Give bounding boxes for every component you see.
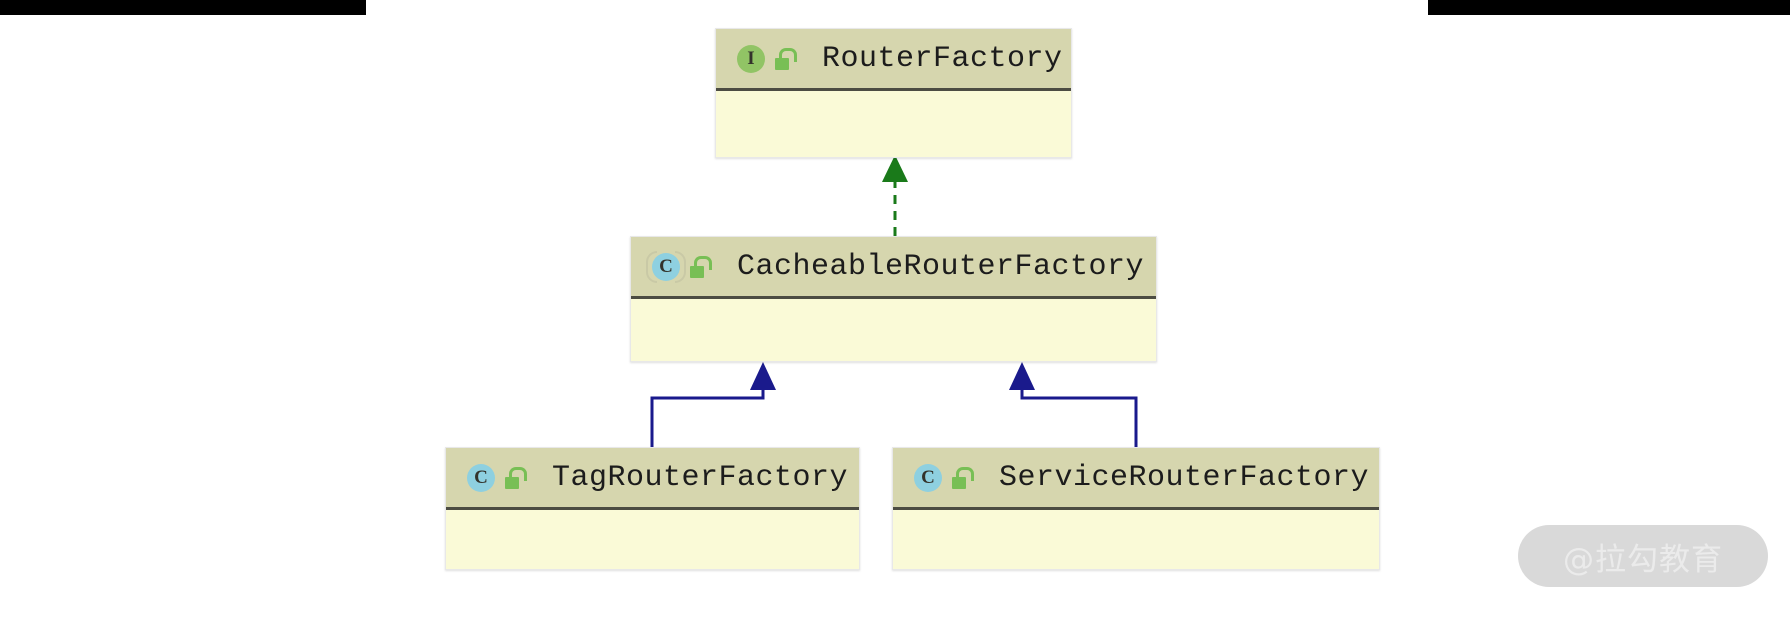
watermark-badge: @拉勾教育 bbox=[1518, 525, 1768, 587]
watermark-text: @拉勾教育 bbox=[1563, 541, 1723, 578]
class-icon-letter: C bbox=[659, 256, 673, 277]
uml-node-title: TagRouterFactory bbox=[552, 460, 849, 495]
padlock-shackle bbox=[779, 47, 797, 62]
uml-node-header: C TagRouterFactory bbox=[446, 448, 859, 510]
padlock-body bbox=[775, 57, 789, 70]
uml-node-router-factory[interactable]: I RouterFactory bbox=[715, 28, 1072, 158]
uml-node-title: CacheableRouterFactory bbox=[737, 249, 1145, 284]
padlock-body bbox=[690, 265, 704, 278]
class-circle-icon: C bbox=[646, 250, 686, 284]
letterbox-bar-left bbox=[0, 0, 366, 15]
padlock-shackle bbox=[694, 255, 712, 270]
unlocked-padlock-icon bbox=[774, 45, 800, 73]
padlock-shackle bbox=[956, 466, 974, 481]
padlock-body bbox=[952, 476, 966, 489]
unlocked-padlock-icon bbox=[689, 253, 715, 281]
unlocked-padlock-icon bbox=[951, 464, 977, 492]
letterbox-bar-right bbox=[1428, 0, 1790, 15]
interface-icon-letter: I bbox=[747, 48, 755, 69]
class-icon-disc bbox=[914, 463, 942, 492]
uml-node-title: RouterFactory bbox=[822, 41, 1063, 76]
uml-node-header: C ServiceRouterFactory bbox=[893, 448, 1379, 510]
uml-node-members-compartment bbox=[893, 510, 1379, 568]
uml-node-service-router-factory[interactable]: C ServiceRouterFactory bbox=[892, 447, 1380, 570]
uml-node-title: ServiceRouterFactory bbox=[999, 460, 1370, 495]
padlock-body bbox=[505, 476, 519, 489]
class-icon-letter: C bbox=[474, 467, 488, 488]
uml-node-members-compartment bbox=[631, 299, 1156, 360]
padlock-shackle bbox=[509, 466, 527, 481]
interface-icon-disc bbox=[737, 44, 765, 73]
class-circle-icon: C bbox=[911, 461, 945, 495]
uml-node-members-compartment bbox=[716, 91, 1071, 156]
uml-node-tag-router-factory[interactable]: C TagRouterFactory bbox=[445, 447, 860, 570]
edge-realization-cacheable-to-routerfactory[interactable] bbox=[882, 155, 908, 236]
class-circle-icon: C bbox=[464, 461, 498, 495]
uml-node-header: I RouterFactory bbox=[716, 29, 1071, 91]
unlocked-padlock-icon bbox=[504, 464, 530, 492]
edge-generalization-tag-to-cacheable[interactable] bbox=[650, 362, 776, 447]
uml-node-members-compartment bbox=[446, 510, 859, 568]
uml-node-header: C CacheableRouterFactory bbox=[631, 237, 1156, 299]
class-icon-letter: C bbox=[921, 467, 935, 488]
edge-generalization-service-to-cacheable[interactable] bbox=[1009, 362, 1138, 447]
uml-node-cacheable-router-factory[interactable]: C CacheableRouterFactory bbox=[630, 236, 1157, 362]
interface-circle-icon: I bbox=[734, 42, 768, 76]
class-icon-disc bbox=[467, 463, 495, 492]
